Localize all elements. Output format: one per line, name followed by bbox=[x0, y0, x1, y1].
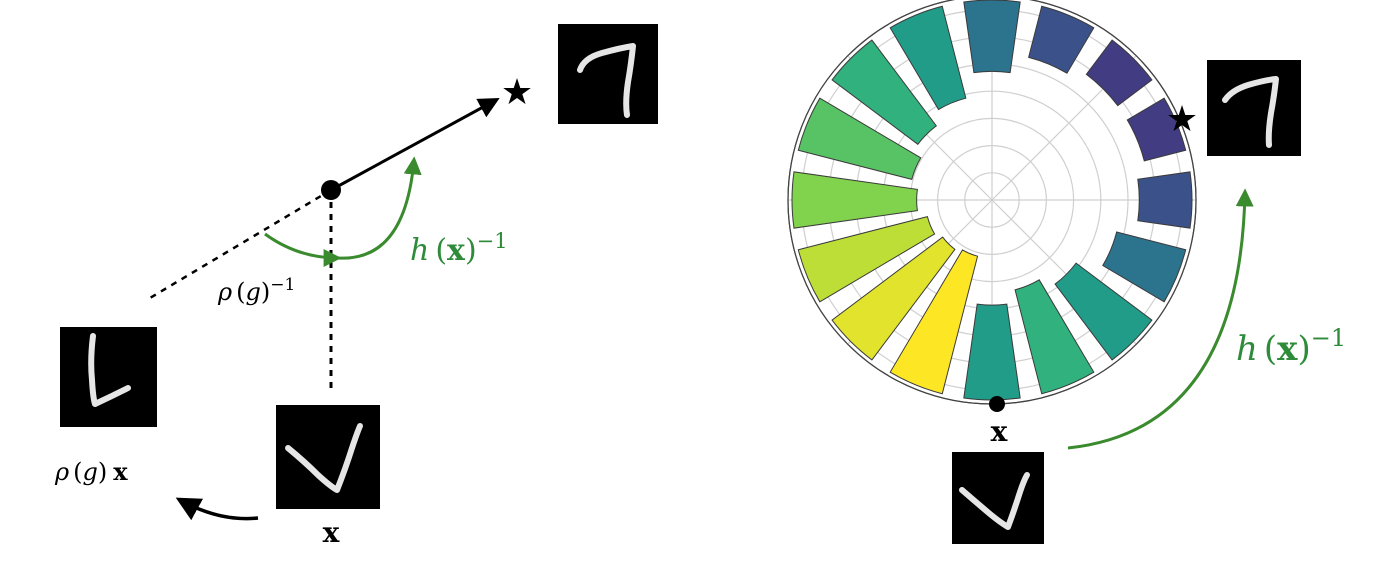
polar-bar bbox=[1028, 5, 1095, 74]
polar-plot bbox=[787, 0, 1197, 405]
transform-arrow bbox=[175, 497, 259, 521]
polar-bar bbox=[963, 303, 1021, 401]
polar-bar bbox=[1126, 97, 1187, 162]
star-marker-right: ★ bbox=[1166, 99, 1198, 140]
polar-bar bbox=[1137, 171, 1193, 229]
polar-bar bbox=[1102, 231, 1187, 303]
star-marker: ★ bbox=[501, 72, 533, 113]
rho-inverse-label: ρ(g)−1 bbox=[217, 275, 295, 306]
polar-bar bbox=[797, 215, 936, 303]
polar-bar bbox=[797, 97, 922, 181]
polar-bar bbox=[1014, 279, 1095, 395]
rho-inverse-arc bbox=[264, 232, 342, 267]
polar-bar bbox=[889, 249, 979, 395]
x-label-left: x bbox=[323, 516, 340, 549]
canonical-direction-arrow bbox=[330, 97, 500, 192]
polar-bar bbox=[1054, 262, 1153, 361]
right-panel: x ★ h(x)−1 bbox=[787, 0, 1346, 544]
origin-point bbox=[321, 180, 341, 200]
h-inverse-label-right: h(x)−1 bbox=[1236, 324, 1346, 369]
x-label-right: x bbox=[991, 415, 1008, 448]
polar-bar bbox=[1085, 39, 1153, 107]
h-inverse-arrow-right bbox=[1067, 188, 1254, 450]
rho-g-x-label: ρ(g)x bbox=[54, 457, 128, 486]
h-inverse-arc bbox=[337, 156, 422, 260]
polar-bar bbox=[963, 0, 1021, 74]
digit-image-input-right bbox=[952, 452, 1044, 544]
input-point bbox=[989, 396, 1005, 412]
polar-bar bbox=[831, 236, 956, 361]
h-inverse-label-left: h(x)−1 bbox=[410, 229, 508, 268]
polar-bars bbox=[791, 0, 1193, 401]
digit-image-canonical bbox=[558, 24, 658, 124]
left-panel: ★ h(x)−1 ρ(g)−1 ρ(g)x x bbox=[54, 24, 658, 549]
polar-bar bbox=[791, 171, 918, 229]
digit-image-input bbox=[276, 405, 380, 509]
polar-bar bbox=[889, 5, 967, 111]
polar-bar bbox=[831, 39, 938, 146]
digit-image-rotated bbox=[60, 327, 157, 427]
digit-image-canonical-right bbox=[1207, 60, 1301, 156]
